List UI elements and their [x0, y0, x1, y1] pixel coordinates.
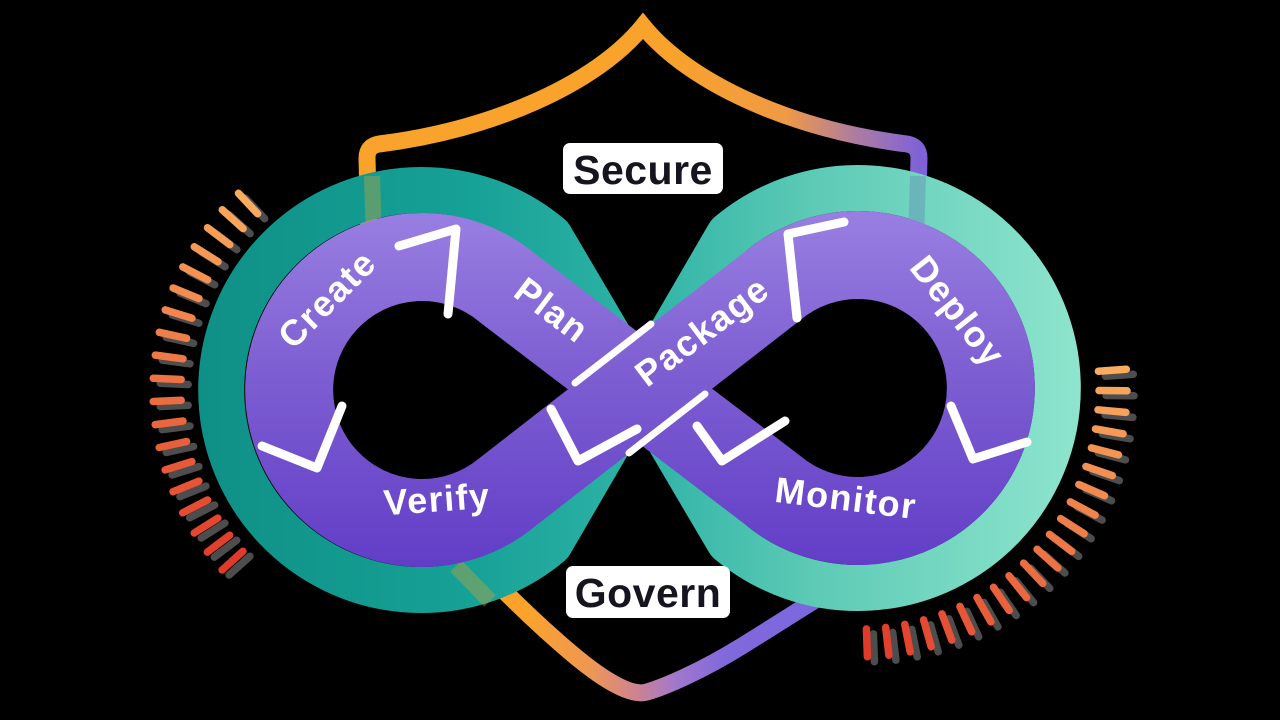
tick-mark [155, 437, 191, 452]
tick-mark-shadow [162, 442, 198, 457]
chevron-create-plan [394, 224, 461, 319]
tick-mark [151, 417, 187, 429]
tick-mark-shadow [210, 536, 241, 561]
tick-mark [938, 610, 956, 644]
tick-mark-shadow [869, 630, 879, 666]
tick-mark-shadow [926, 621, 942, 656]
tick-mark [178, 496, 212, 517]
tick-mark [1075, 480, 1109, 500]
tick-mark [1033, 545, 1062, 572]
tick-mark [1045, 530, 1076, 556]
tick-mark [190, 243, 222, 266]
tick-mark [1091, 425, 1127, 438]
chevron-package-monitor [692, 416, 790, 466]
tick-mark [169, 284, 203, 303]
tick-mark [901, 620, 914, 656]
tick-mark [190, 514, 222, 537]
tick-mark-shadow [1101, 411, 1137, 422]
govern-badge: Govern [566, 566, 730, 618]
secure-badge-pill [563, 143, 723, 194]
chevron-monitor-deploy [946, 401, 1032, 464]
tick-mark [1066, 498, 1099, 519]
tick-mark [203, 531, 234, 556]
tick-mark-shadow [888, 628, 900, 664]
shield-outline-top [358, 12, 928, 241]
tick-mark-shadow [945, 615, 963, 649]
tick-mark [989, 583, 1013, 615]
tick-mark [149, 396, 185, 406]
tick-mark-shadow [158, 422, 194, 434]
tick-mark [1019, 559, 1047, 588]
infinity-teal-ribbon [198, 165, 1081, 613]
tick-mark-shadow [908, 625, 921, 661]
tick-mark-shadow [156, 401, 192, 411]
tick-mark-shadow [176, 482, 210, 501]
tick-mark-shadow [197, 519, 229, 542]
tick-mark [1094, 406, 1130, 417]
tick-mark-shadow [185, 501, 219, 522]
infinity-purple-ribbon [245, 211, 1035, 567]
chevron-create-verify [257, 401, 347, 473]
tick-mark-shadow [168, 462, 203, 479]
tick-mark [155, 328, 191, 343]
tick-mark [203, 223, 234, 249]
tick-mark [169, 477, 203, 496]
tick-mark [919, 616, 935, 651]
tick-mark [881, 623, 893, 659]
tick-mark [1094, 365, 1131, 375]
tick-mark-shadow [1101, 370, 1138, 380]
tick-mark-shadow [963, 607, 983, 641]
tick-mark [179, 263, 212, 284]
tick-mark [218, 547, 247, 574]
chevron-verify-package [546, 404, 642, 466]
tick-mark [161, 306, 196, 322]
tick-mark [1005, 572, 1031, 602]
stage-separators [257, 217, 1032, 473]
tick-mark [1056, 514, 1088, 538]
secure-badge: Secure [563, 143, 723, 194]
tick-mark [956, 602, 976, 636]
govern-badge-pill [566, 566, 730, 618]
secure-badge-label: Secure [573, 147, 713, 193]
tick-mark [149, 374, 185, 384]
tick-mark [973, 593, 995, 626]
tick-mark [234, 189, 262, 218]
tick-mark [151, 351, 187, 363]
tick-mark-shadow [156, 379, 192, 389]
tick-mark-shadow [225, 552, 254, 579]
tick-marks-right [862, 365, 1138, 666]
chevron-package-deploy [783, 217, 849, 323]
crossing-edges [571, 320, 709, 457]
tick-marks-left [149, 189, 269, 579]
govern-badge-label: Govern [575, 570, 722, 616]
tick-mark [862, 625, 872, 661]
tick-mark [161, 457, 196, 474]
tick-mark-shadow [158, 356, 194, 368]
tick-mark [1087, 444, 1123, 459]
tick-mark [218, 206, 247, 233]
tick-mark [1082, 462, 1117, 480]
stage-label-verify: Verify [382, 475, 492, 523]
